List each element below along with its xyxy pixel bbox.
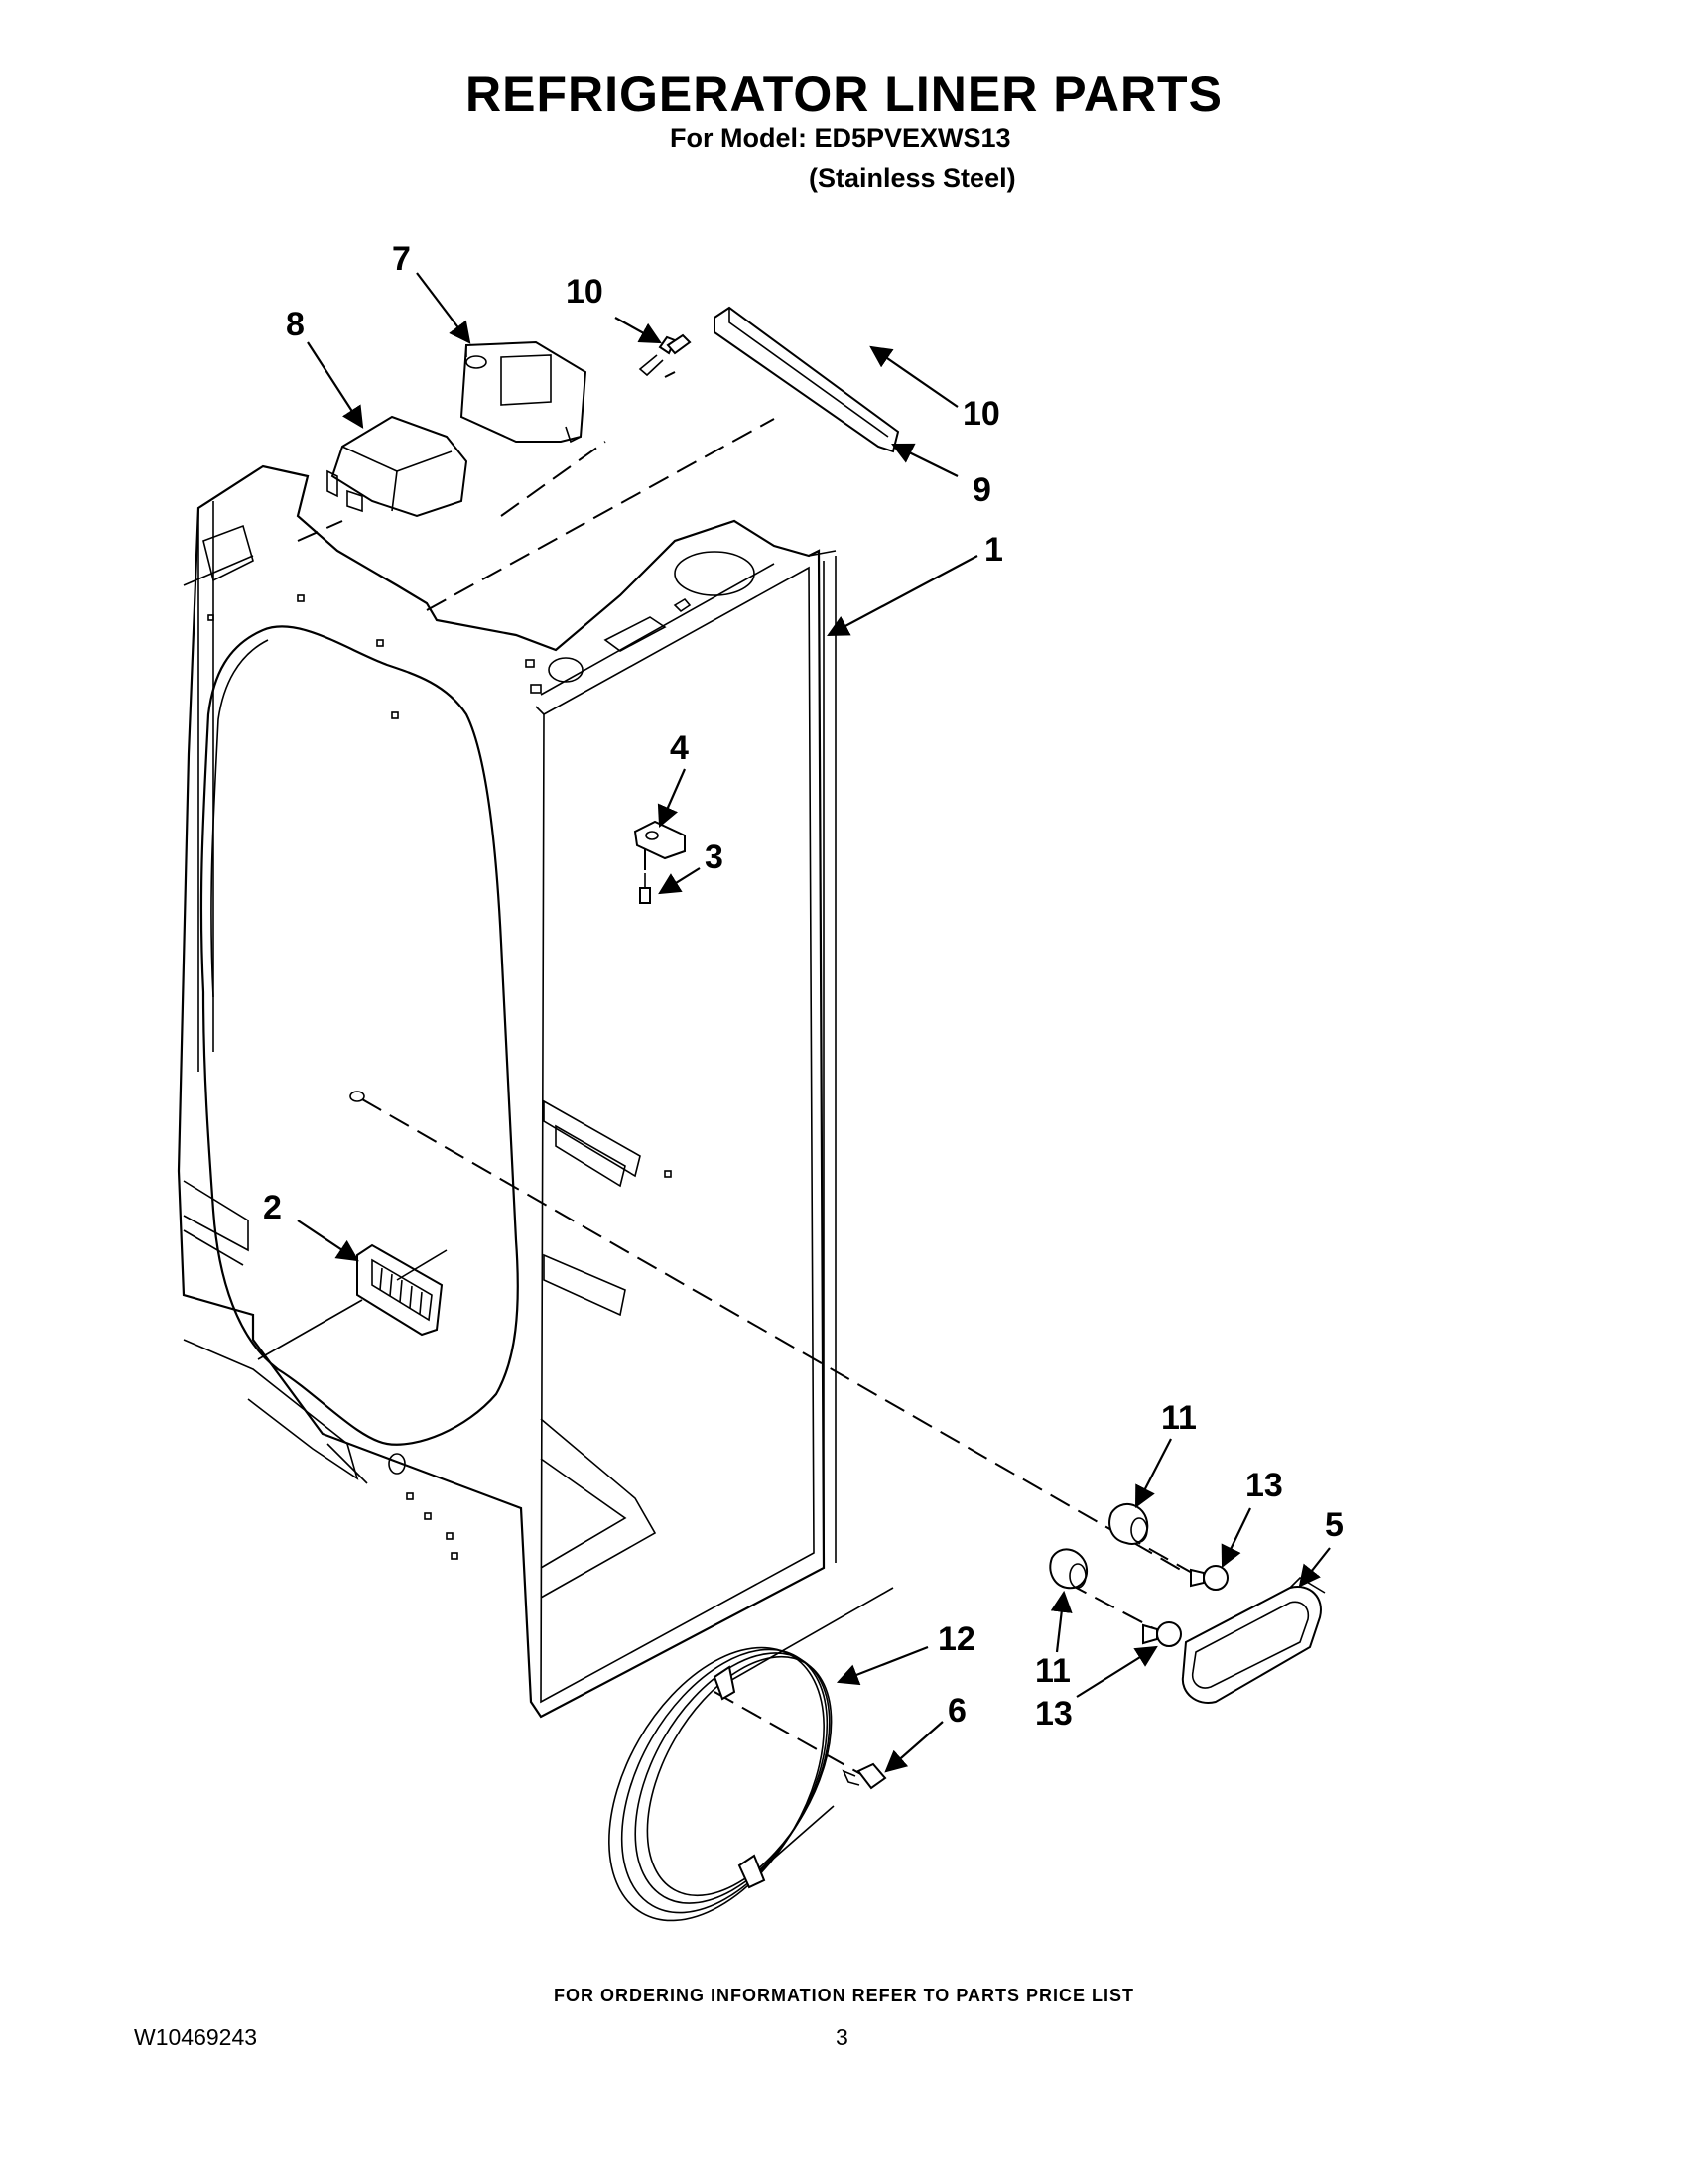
callout-9: 9	[973, 471, 991, 509]
callout-5: 5	[1325, 1506, 1344, 1544]
ordering-note: FOR ORDERING INFORMATION REFER TO PARTS …	[553, 1986, 1134, 2005]
callout-10-right: 10	[963, 395, 1000, 433]
part-13-cap-upper	[1190, 1565, 1229, 1591]
callout-1: 1	[984, 531, 1003, 569]
callout-6: 6	[948, 1692, 967, 1730]
liner-cabinet	[177, 464, 837, 1719]
callout-4: 4	[670, 729, 689, 767]
callout-3: 3	[705, 838, 723, 876]
page-number: 3	[836, 2024, 848, 2050]
callout-2: 2	[263, 1189, 282, 1226]
model-line: For Model: ED5PVEXWS13	[670, 123, 1011, 153]
callout-7: 7	[392, 240, 411, 278]
part-12-tube-coil	[608, 1587, 894, 1922]
part-13-cap-lower	[1142, 1621, 1182, 1647]
callout-13-upper: 13	[1245, 1467, 1283, 1504]
part-2-vent	[257, 1243, 448, 1360]
part-7-bracket	[459, 340, 587, 444]
part-5-light-housing	[1181, 1576, 1326, 1704]
callout-10-upper: 10	[566, 273, 603, 311]
part-4-clip	[633, 820, 686, 860]
page-title: REFRIGERATOR LINER PARTS	[465, 66, 1223, 122]
finish-line: (Stainless Steel)	[809, 163, 1016, 193]
part-11-plug-upper	[1108, 1503, 1149, 1545]
part-8-module	[326, 415, 468, 518]
callout-12: 12	[938, 1620, 975, 1658]
callout-13-lower: 13	[1035, 1695, 1073, 1733]
part-9-rail	[714, 306, 900, 453]
document-number: W10469243	[134, 2024, 258, 2050]
part-11-plug-lower	[1049, 1548, 1088, 1590]
callout-8: 8	[286, 306, 305, 343]
part-6-screw	[842, 1762, 887, 1790]
callout-11-upper: 11	[1161, 1399, 1197, 1437]
part-10-screw-left	[666, 333, 692, 355]
part-3-screw	[639, 873, 651, 904]
callout-11-lower: 11	[1035, 1652, 1071, 1690]
